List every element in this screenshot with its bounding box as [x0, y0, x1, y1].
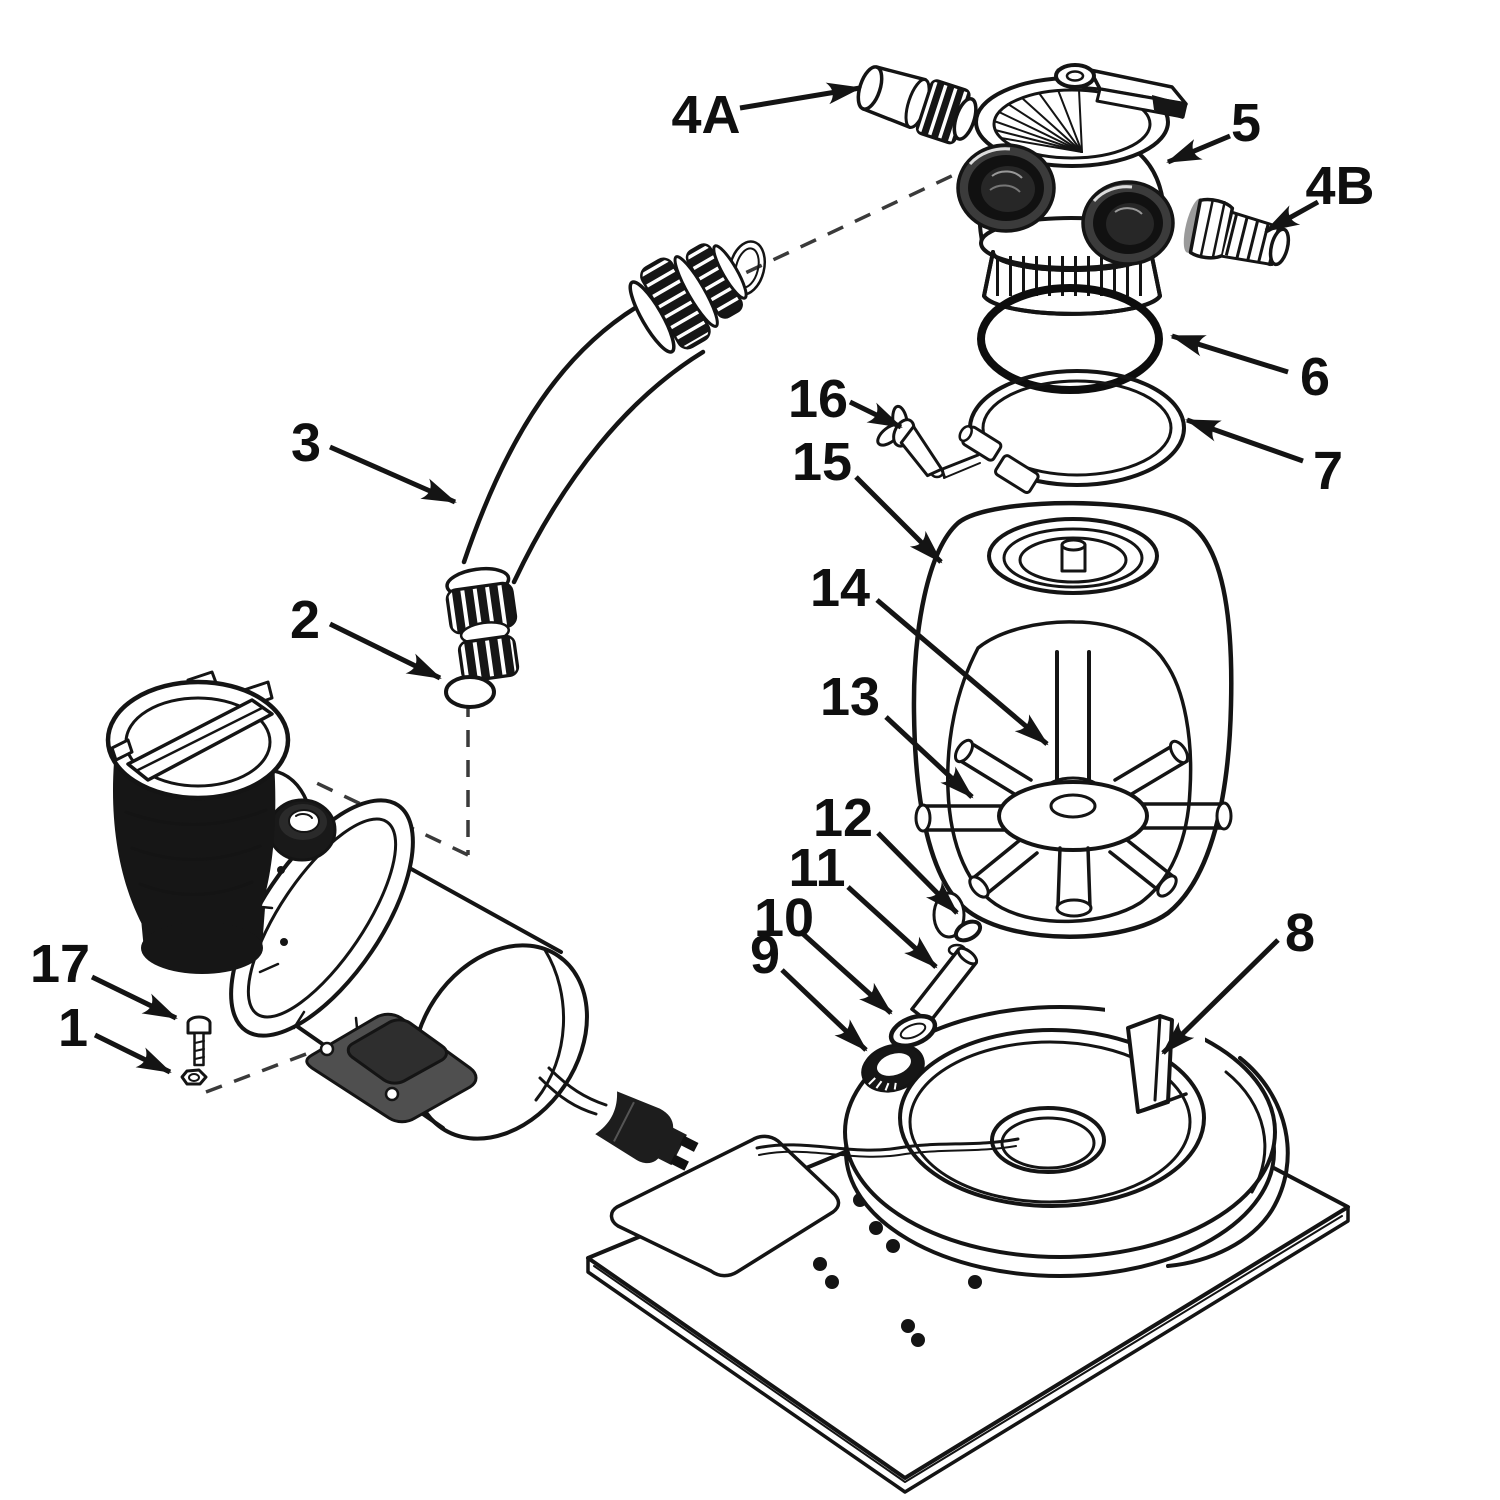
callout-arrow-12 [876, 831, 959, 915]
callout-labels: 1 2 3 4A 4B 5 6 7 8 9 10 11 12 13 14 15 … [30, 85, 1375, 1058]
filter-hose [444, 243, 748, 709]
pump-assembly [105, 670, 1020, 1171]
drain-plug-fitting [1183, 197, 1291, 267]
callout-arrow-5 [1166, 133, 1231, 165]
mounting-bolt [186, 1015, 212, 1067]
standpipe-top [1060, 538, 1087, 573]
callout-arrow-1 [93, 1032, 172, 1075]
callout-arrows [90, 82, 1320, 1075]
callout-label-12: 12 [813, 788, 873, 848]
callout-arrow-7 [1185, 417, 1304, 464]
callout-label-9: 9 [750, 925, 780, 985]
callout-arrow-10 [800, 931, 893, 1015]
callout-arrow-4B [1264, 199, 1320, 234]
base-tab [1126, 1014, 1174, 1114]
power-plug [595, 1091, 699, 1171]
callout-label-14: 14 [810, 558, 870, 618]
hose-adapter-fitting [856, 65, 978, 145]
pump-clamp-band [229, 798, 415, 1040]
power-cord [538, 1066, 1020, 1171]
tank-base [843, 998, 1290, 1278]
tank-oring [977, 284, 1163, 394]
filter-tank [911, 500, 1234, 957]
drain-oring-large [888, 1013, 938, 1049]
callout-arrow-13 [884, 715, 974, 799]
tank-clamp-ring [927, 369, 1186, 520]
hose-coupling-top [628, 243, 748, 354]
valve-left-port [956, 143, 1056, 233]
callout-label-15: 15 [792, 432, 852, 492]
callout-label-3: 3 [291, 413, 321, 473]
callout-label-17: 17 [30, 934, 90, 994]
hose-oring [444, 675, 496, 709]
callout-arrow-2 [328, 621, 442, 681]
lateral-assembly [914, 738, 1233, 899]
callout-arrow-15 [854, 475, 943, 564]
valve-top-hatch [993, 89, 1083, 153]
callout-arrow-9 [780, 968, 868, 1052]
callout-label-13: 13 [820, 667, 880, 727]
callout-label-10: 10 [754, 888, 814, 948]
drain-cap [861, 1043, 925, 1093]
callout-arrow-17 [90, 974, 178, 1021]
callout-arrow-3 [328, 444, 457, 505]
callout-label-6: 6 [1300, 347, 1330, 407]
platform-pad [609, 1134, 841, 1278]
callout-arrow-16 [848, 399, 903, 430]
callout-arrow-14 [875, 598, 1049, 746]
callout-label-4B: 4B [1305, 156, 1374, 216]
callout-label-2: 2 [290, 590, 320, 650]
callout-label-11: 11 [788, 838, 845, 898]
drain-oring-small [953, 919, 983, 943]
valve-handle [1054, 63, 1188, 119]
valve-right-port [1081, 180, 1175, 266]
callout-label-4A: 4A [671, 85, 740, 145]
drain-tube [910, 946, 979, 1025]
assembly-lines [205, 171, 959, 1094]
callout-label-16: 16 [788, 369, 848, 429]
callout-label-5: 5 [1231, 93, 1261, 153]
multiport-valve [956, 63, 1188, 316]
callout-arrow-8 [1161, 938, 1280, 1055]
clamp-screw [938, 453, 980, 472]
callout-arrow-6 [1170, 333, 1289, 375]
mounting-nut [180, 1068, 208, 1086]
callout-arrow-11 [846, 885, 938, 969]
pump-strainer-pot [105, 670, 291, 974]
pump-discharge-port [267, 798, 337, 862]
callout-label-8: 8 [1285, 903, 1315, 963]
motor-mount-plate [305, 1012, 478, 1124]
callout-arrow-4A [739, 82, 862, 111]
callout-label-1: 1 [58, 998, 88, 1058]
strainer-lid [105, 670, 291, 801]
callout-label-7: 7 [1313, 441, 1343, 501]
hose-coupling-bottom [445, 566, 520, 683]
